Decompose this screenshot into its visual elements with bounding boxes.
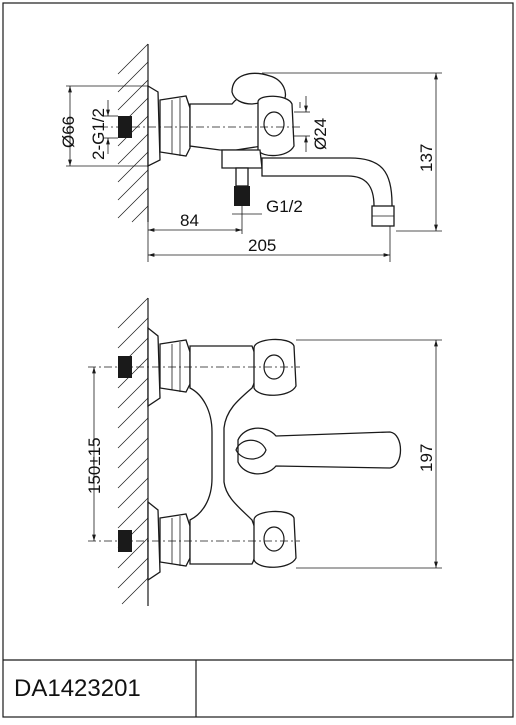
wall-hatching-front xyxy=(117,297,149,606)
diverter-stem-top xyxy=(235,167,249,187)
outlet-nut-top xyxy=(234,186,250,206)
dim-length-205: 205 xyxy=(248,236,276,255)
connector-upper xyxy=(159,339,191,393)
mixer-body-front xyxy=(189,345,258,565)
inlet-nut-top xyxy=(118,116,132,138)
front-view: 150±15 197 xyxy=(85,297,442,606)
dim-height-197: 197 xyxy=(417,444,436,472)
dim-handle-diameter: Ø24 xyxy=(311,118,330,150)
dim-offset-84: 84 xyxy=(180,211,199,230)
dim-center-distance: 150±15 xyxy=(85,437,104,494)
handle-ring-top xyxy=(263,111,285,137)
connector-lower xyxy=(159,513,191,567)
dim-height-137: 137 xyxy=(417,144,436,172)
diverter-top xyxy=(221,149,263,169)
lever-front xyxy=(237,427,402,475)
side-view: Ø66 2-G1/2 Ø24 137 G1/2 84 205 xyxy=(59,43,442,262)
dim-flange-diameter: Ø66 xyxy=(59,116,78,148)
dim-inlet-thread: 2-G1/2 xyxy=(89,108,108,160)
eccentric-connector-top xyxy=(159,95,191,157)
handle-cap-lower xyxy=(253,510,297,568)
page-border xyxy=(2,2,514,718)
handle-cap-top xyxy=(257,95,295,157)
model-code: DA1423201 xyxy=(14,675,141,702)
dim-outlet-thread: G1/2 xyxy=(266,197,303,216)
wall-flange-top xyxy=(147,84,161,168)
